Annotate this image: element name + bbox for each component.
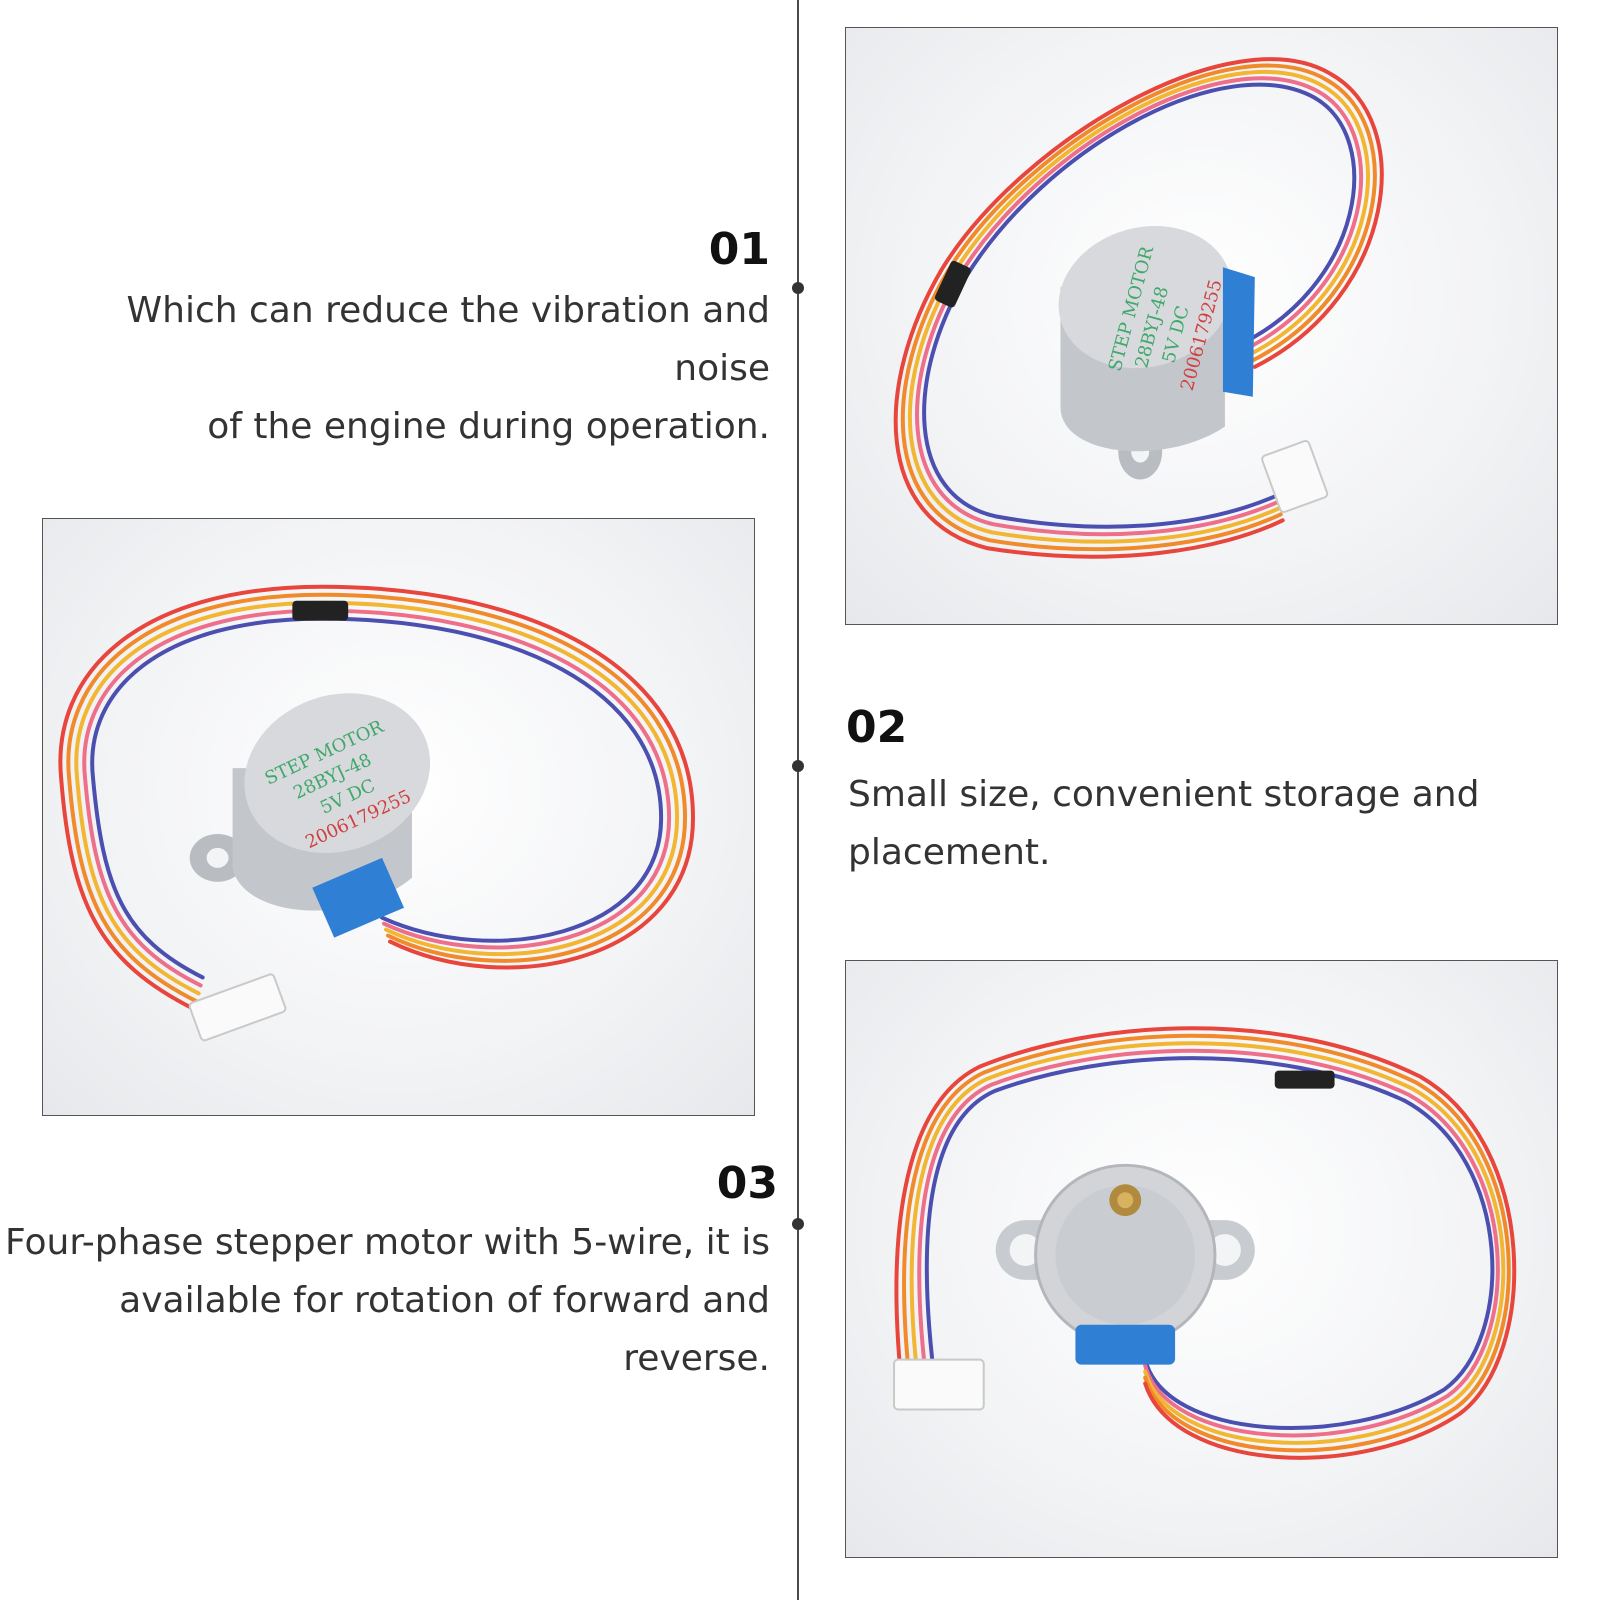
timeline-dot-1 <box>792 282 804 294</box>
feature-02-line-2: placement. <box>848 832 1051 873</box>
feature-number-01: 01 <box>708 224 770 275</box>
stepper-motor-photo-icon <box>893 1026 1517 1460</box>
motor-photo-left: STEP MOTOR 28BYJ-48 5V DC 2006179255 <box>42 518 755 1116</box>
feature-02-line-1: Small size, convenient storage and <box>848 774 1480 815</box>
motor-photo-bottom <box>845 960 1558 1558</box>
stepper-motor-photo-icon: STEP MOTOR 28BYJ-48 5V DC 2006179255 <box>58 584 696 1042</box>
feature-01-line-2: of the engine during operation. <box>207 406 770 447</box>
motor-photo-top: STEP MOTOR 28BYJ-48 5V DC 2006179255 <box>845 27 1558 625</box>
feature-03-line-2: available for rotation of forward and re… <box>119 1280 770 1379</box>
timeline-dot-2 <box>792 760 804 772</box>
feature-number-02: 02 <box>846 702 908 753</box>
stepper-motor-photo-icon: STEP MOTOR 28BYJ-48 5V DC 2006179255 <box>893 57 1384 559</box>
feature-03-line-1: Four-phase stepper motor with 5-wire, it… <box>5 1222 770 1263</box>
feature-description-01: Which can reduce the vibration and noise… <box>20 282 770 456</box>
timeline-dot-3 <box>792 1218 804 1230</box>
feature-01-line-1: Which can reduce the vibration and noise <box>126 290 770 389</box>
feature-description-02: Small size, convenient storage and place… <box>848 766 1548 882</box>
feature-number-03: 03 <box>716 1158 778 1209</box>
feature-description-03: Four-phase stepper motor with 5-wire, it… <box>5 1214 770 1388</box>
timeline-line <box>797 0 799 1600</box>
